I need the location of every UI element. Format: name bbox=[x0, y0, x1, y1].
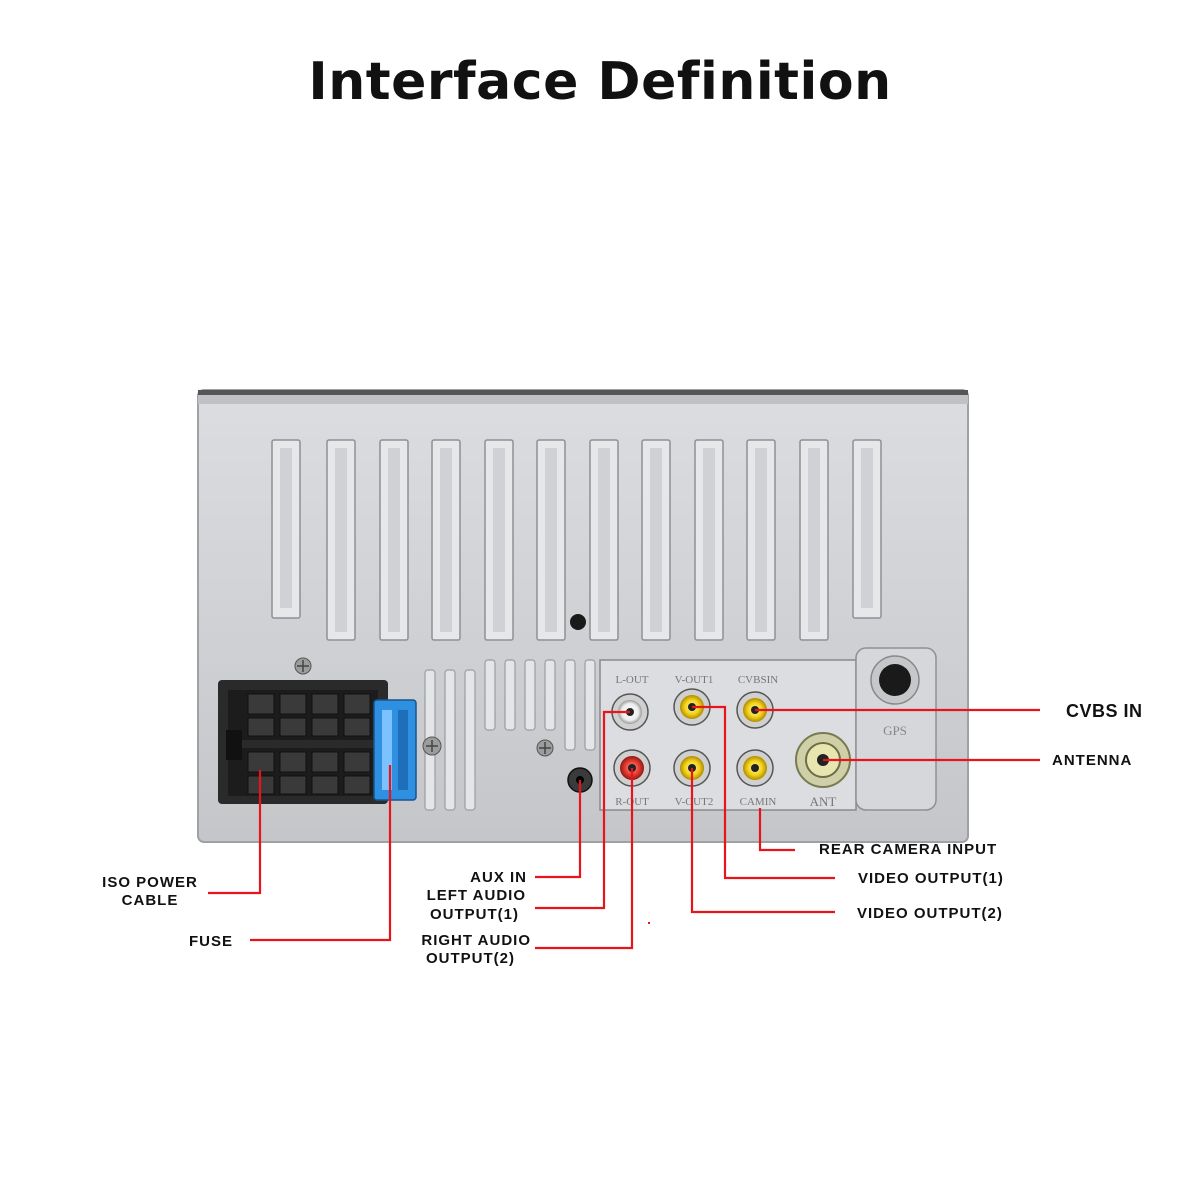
callout-fuse: FUSE bbox=[189, 933, 233, 950]
callout-iso-power-line1: ISO POWER bbox=[102, 874, 198, 891]
leader-lines bbox=[208, 705, 1040, 950]
fuse-holder bbox=[373, 699, 417, 801]
leader-rear-camera bbox=[758, 808, 795, 852]
v-out1-print: V-OUT1 bbox=[675, 674, 714, 686]
leader-right-audio bbox=[535, 768, 634, 950]
leader-aux-in bbox=[535, 780, 582, 879]
rca-cam-in bbox=[736, 749, 774, 787]
callout-antenna: ANTENNA bbox=[1052, 752, 1132, 769]
leader-fuse bbox=[250, 765, 392, 942]
l-out-print: L-OUT bbox=[616, 674, 649, 686]
cam-in-print: CAMIN bbox=[740, 796, 777, 808]
cvbs-in-print: CVBSIN bbox=[738, 674, 778, 686]
callout-iso-power-line2: CABLE bbox=[122, 892, 179, 909]
fin-inner-shading bbox=[280, 448, 873, 632]
page-title: Interface Definition bbox=[308, 52, 892, 112]
callout-right-audio-line2: OUTPUT(2) bbox=[426, 950, 515, 967]
screw-hole bbox=[570, 614, 586, 630]
callout-left-audio-line1: LEFT AUDIO bbox=[427, 887, 526, 904]
callout-cvbs-in: CVBS IN bbox=[1066, 701, 1143, 721]
ant-print: ANT bbox=[810, 794, 837, 809]
v-out2-print: V-OUT2 bbox=[675, 796, 714, 808]
leader-video-output-1 bbox=[692, 705, 835, 880]
gps-port: GPS bbox=[870, 655, 920, 738]
callout-video-output-2: VIDEO OUTPUT(2) bbox=[857, 905, 1003, 922]
leader-video-output-2 bbox=[690, 768, 835, 914]
leader-iso-power bbox=[208, 770, 262, 895]
gps-print: GPS bbox=[883, 723, 907, 738]
leader-left-audio bbox=[535, 710, 630, 910]
callout-right-audio-line1: RIGHT AUDIO bbox=[421, 932, 531, 949]
callout-aux-in: AUX IN bbox=[470, 869, 527, 886]
callout-left-audio-line2: OUTPUT(1) bbox=[430, 906, 519, 923]
iso-power-connector bbox=[218, 680, 388, 804]
callout-rear-camera-input: REAR CAMERA INPUT bbox=[819, 841, 997, 858]
panel-screws bbox=[294, 657, 667, 757]
callout-video-output-1: VIDEO OUTPUT(1) bbox=[858, 870, 1004, 887]
